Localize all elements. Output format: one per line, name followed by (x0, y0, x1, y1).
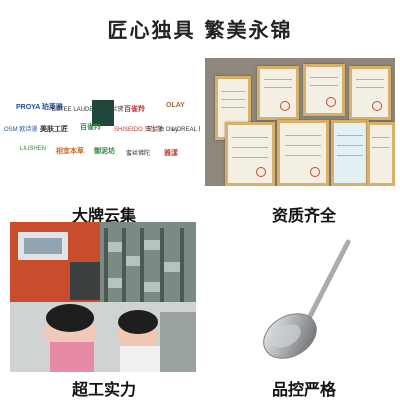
spoon-product-photo (250, 232, 370, 372)
brand-logo: OLAY (166, 102, 185, 109)
caption-certificates: 资质齐全 (271, 206, 336, 225)
brand-logo: SHISEIDO 资生堂 (114, 127, 163, 133)
brand-logo: 玉兰油 Olay (146, 127, 179, 133)
brand-logo-grid: PROYA 珀莱雅 ESTEE LAUDER 雅诗兰黛 百雀羚 OLAY OSM… (4, 100, 200, 168)
spoon-illustration (263, 239, 351, 359)
brand-logo: 美肤工匠 (40, 126, 68, 133)
brand-logo: 御泥坊 (94, 148, 115, 155)
caption-factory: 超工实力 (71, 380, 136, 399)
certificate-frame (367, 122, 395, 186)
caption-brands: 大牌云集 (71, 206, 136, 225)
certificate-frame (349, 66, 391, 120)
brand-logo: 百雀羚 (124, 106, 145, 113)
brand-logo: LIUSHEN (20, 146, 47, 152)
brand-logo: ESTEE LAUDER 雅诗兰黛 (52, 107, 124, 113)
certificate-frame (303, 64, 345, 116)
brand-logo: 相宜本草 (56, 148, 84, 155)
brand-logo: 蜜丝佛陀 (126, 151, 151, 157)
certificates-wall-photo (205, 58, 395, 186)
certificate-frame (331, 120, 369, 186)
caption-quality: 品控严格 (271, 380, 336, 399)
factory-photo (10, 222, 196, 372)
certificate-frame (257, 66, 299, 120)
certificate-frame (277, 120, 329, 186)
brand-logo: OSM 欧诗漫 (4, 127, 38, 133)
page-headline: 匠心独具 繁美永锦 (107, 18, 293, 42)
factory-illustration (10, 222, 196, 372)
brand-logo: 百雀羚 (80, 124, 101, 131)
brand-logo: PROYA 珀莱雅 (16, 104, 63, 111)
brand-badge-logo (92, 100, 114, 126)
brand-logo: L'OREAL 巴黎欧莱雅 (172, 127, 200, 133)
certificate-frame (225, 122, 275, 186)
brand-logo: 雅漾 (164, 150, 178, 157)
